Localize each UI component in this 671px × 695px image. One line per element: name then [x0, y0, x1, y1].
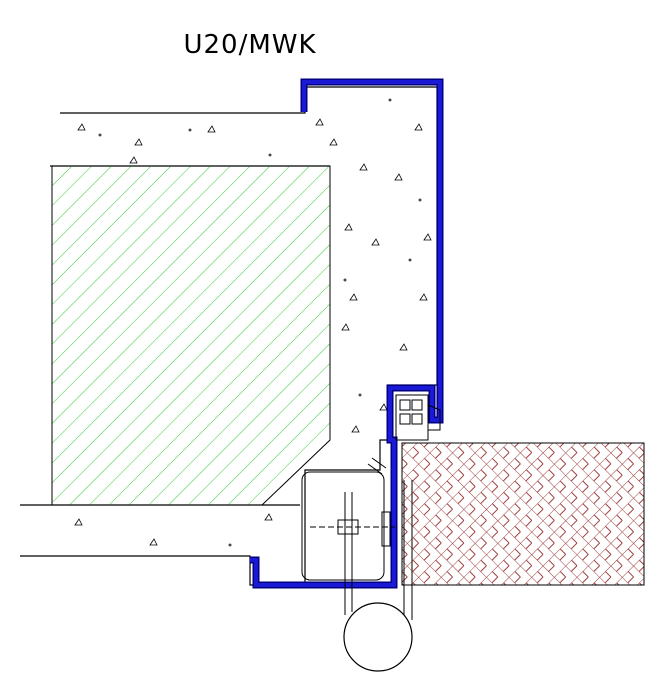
- roller: [343, 602, 413, 672]
- drawing-title: U20/MWK: [183, 30, 317, 60]
- aggregate-marks: [74, 98, 432, 547]
- gasket: [395, 394, 441, 441]
- masonry-block: [401, 442, 645, 586]
- insulation-block: [51, 165, 331, 506]
